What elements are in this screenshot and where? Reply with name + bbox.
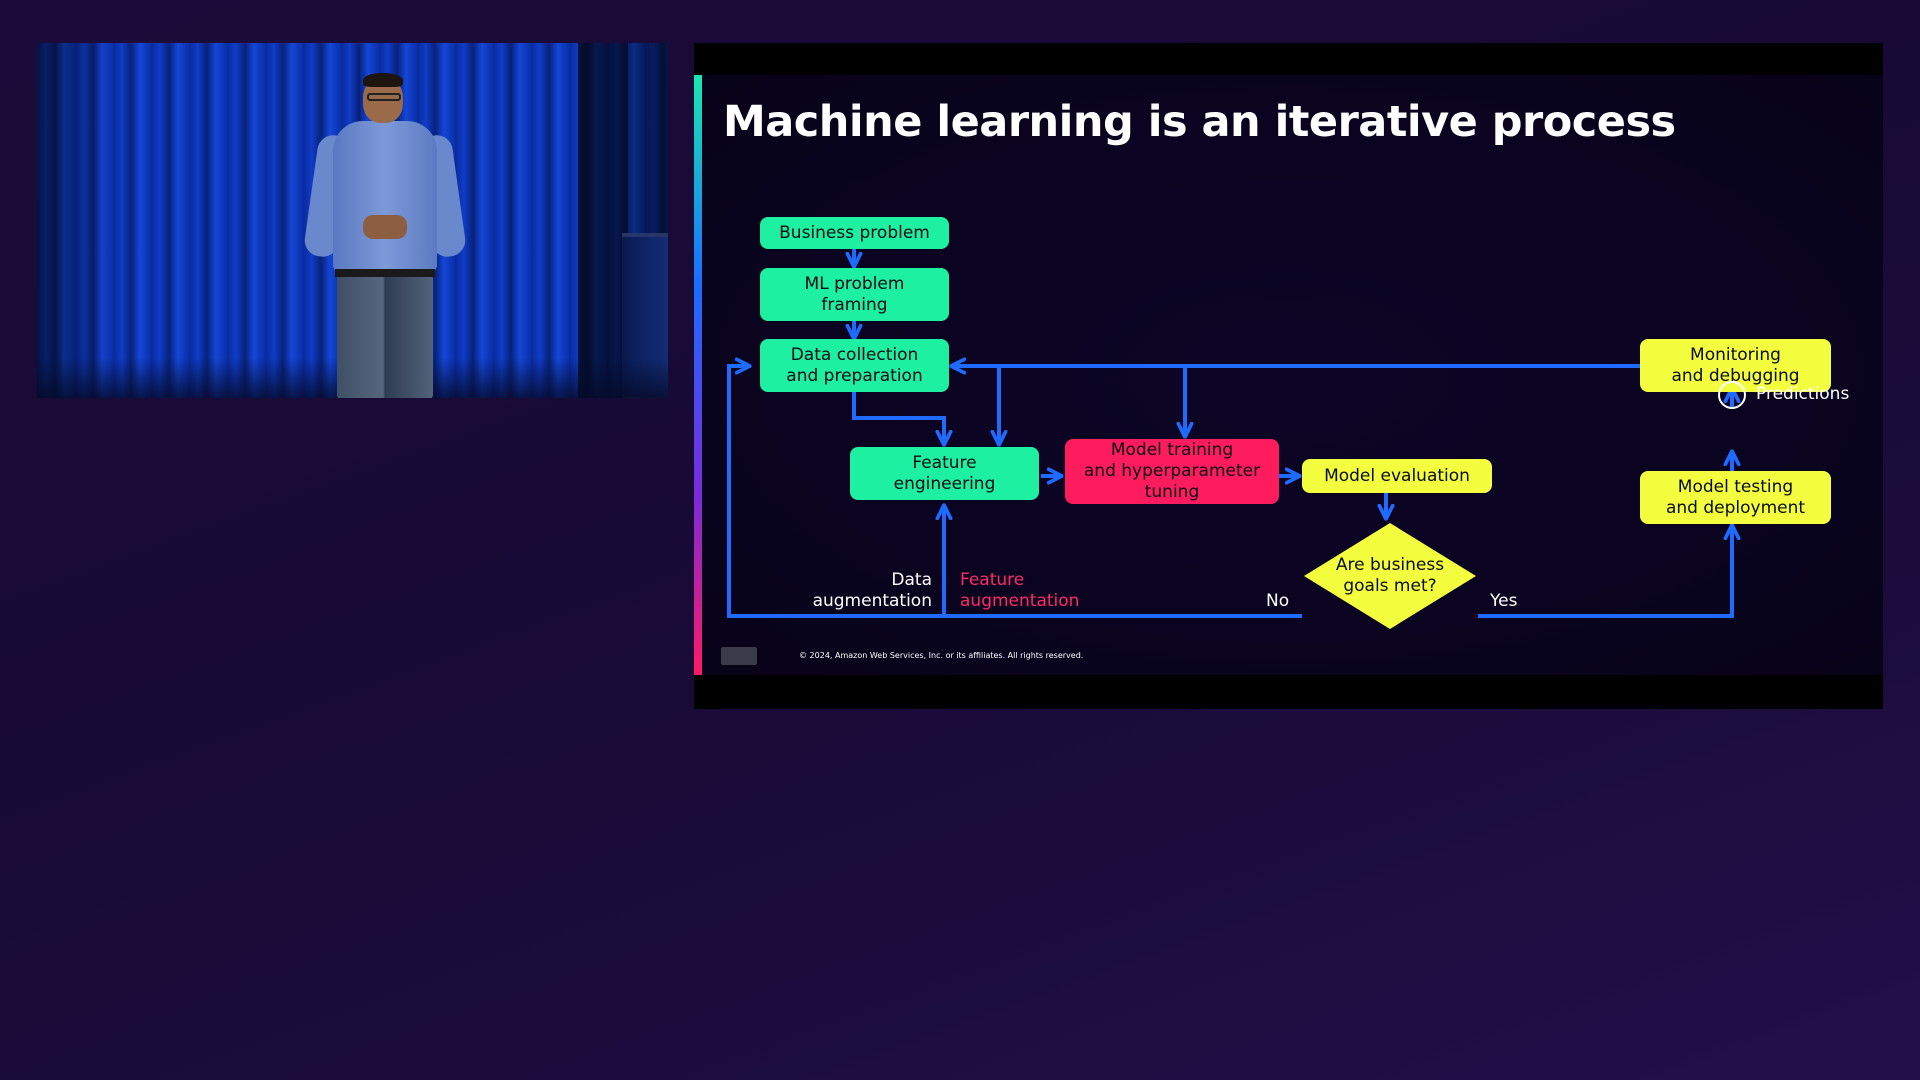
- arrow-data-to-feature: [852, 388, 944, 445]
- label-data-augmentation: Data augmentation: [812, 570, 932, 611]
- node-model-training: Model training and hyperparameter tuning: [1065, 439, 1279, 504]
- node-business-problem: Business problem: [760, 217, 949, 249]
- node-business-goals-decision: Are business goals met?: [1302, 521, 1478, 631]
- speaker-torso: [333, 121, 437, 273]
- stage-dark-panel: [578, 43, 628, 398]
- node-model-testing: Model testing and deployment: [1640, 471, 1831, 524]
- aws-logo: [721, 647, 757, 665]
- speaker-belt: [335, 269, 435, 277]
- node-label: Model testing and deployment: [1665, 476, 1806, 518]
- node-ml-problem-framing: ML problem framing: [760, 268, 949, 321]
- node-label: Data collection and preparation: [786, 344, 923, 386]
- node-label: Feature engineering: [893, 452, 996, 494]
- node-label: Model evaluation: [1324, 465, 1470, 486]
- node-label: Business problem: [779, 222, 930, 243]
- label-no: No: [1266, 591, 1290, 611]
- arrow-yes-to-testing: [1478, 525, 1732, 618]
- speaker-video: [37, 43, 668, 398]
- label-predictions: Predictions: [1756, 384, 1850, 404]
- label-feature-augmentation: Feature augmentation: [960, 570, 1080, 611]
- ml-process-diagram: Business problem ML problem framing Data…: [694, 75, 1883, 675]
- label-yes: Yes: [1490, 591, 1518, 611]
- predictions-circle: [1718, 381, 1746, 409]
- speaker-hair: [363, 73, 403, 87]
- speaker-glasses: [367, 93, 401, 101]
- node-label: Monitoring and debugging: [1671, 344, 1800, 386]
- node-feature-engineering: Feature engineering: [850, 447, 1039, 500]
- node-label: Model training and hyperparameter tuning: [1083, 440, 1261, 502]
- slide-title: Machine learning is an iterative process: [723, 97, 1676, 147]
- node-data-collection: Data collection and preparation: [760, 339, 949, 392]
- slide-canvas: Machine learning is an iterative process: [694, 75, 1883, 675]
- presentation-slide: Machine learning is an iterative process: [694, 43, 1883, 709]
- node-label: Are business goals met?: [1335, 555, 1445, 596]
- node-model-evaluation: Model evaluation: [1302, 459, 1492, 493]
- copyright-notice: © 2024, Amazon Web Services, Inc. or its…: [799, 651, 1084, 660]
- speaker-hands: [363, 215, 407, 239]
- slide-accent-bar: [694, 75, 702, 675]
- speaker-legs: [337, 275, 433, 398]
- arrow-no-to-data: [727, 366, 1302, 618]
- decision-diamond: [1304, 523, 1476, 629]
- node-label: ML problem framing: [804, 273, 905, 315]
